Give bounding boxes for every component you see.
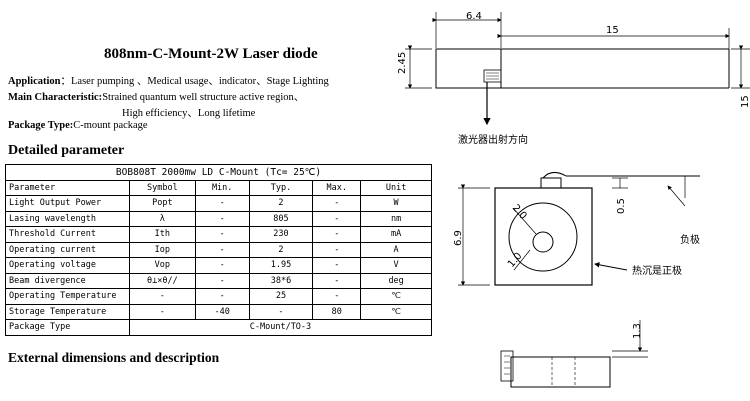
main-characteristic-line: Main Characteristic:Strained quantum wel… [8,89,304,104]
table-header-row: Parameter Symbol Min. Typ. Max. Unit [5,179,432,196]
dim-15-top: 15 [606,25,619,36]
external-dimensions-heading: External dimensions and description [8,350,220,365]
application-text: ：Laser pumping 、Medical usage、indicator、… [60,76,329,87]
application-label: Application [8,76,61,87]
dim-2-45: 2.45 [397,52,408,74]
heatsink-positive-label: 热沉是正极 [632,264,682,277]
top-view-drawing [405,12,750,126]
application-line: Application：Laser pumping 、Medical usage… [8,73,329,88]
spec-table-body: BOB808T 2000mw LD C-Mount (Tc= 25℃) Para… [5,164,433,336]
dim-6-9: 6.9 [453,230,464,246]
dim-6-4: 6.4 [466,11,482,22]
dim-15-right: 15 [740,95,750,108]
package-type-cell-value: C-Mount/TO-3 [128,319,433,336]
main-characteristic-text-2: High efficiency、Long lifetime [122,108,256,119]
detailed-parameter-heading: Detailed parameter [8,143,125,158]
package-type-cell-label: Package Type [5,319,130,336]
page-title: 808nm-C-Mount-2W Laser diode [104,46,318,62]
package-type-label: Package Type: [8,120,74,131]
dim-1-0: 1.0 [506,251,525,270]
bottom-view-drawing [500,320,648,388]
front-view-drawing [458,172,700,286]
main-characteristic-text: Strained quantum well structure active r… [102,92,305,103]
table-row: Operating Temperature--25-℃ [5,288,432,305]
dim-2-0: 2.0 [510,203,529,222]
main-characteristic-label: Main Characteristic: [8,92,103,103]
spec-table: BOB808T 2000mw LD C-Mount (Tc= 25℃) Para… [5,164,433,336]
dim-0-5: 0.5 [616,198,627,214]
dim-1-3: 1.3 [632,323,643,339]
emit-direction-label: 激光器出射方向 [458,133,528,146]
package-type-text: C-mount package [73,120,148,131]
package-type-line: Package Type:C-mount package [8,120,148,131]
negative-board-label: 负极 [680,233,700,246]
